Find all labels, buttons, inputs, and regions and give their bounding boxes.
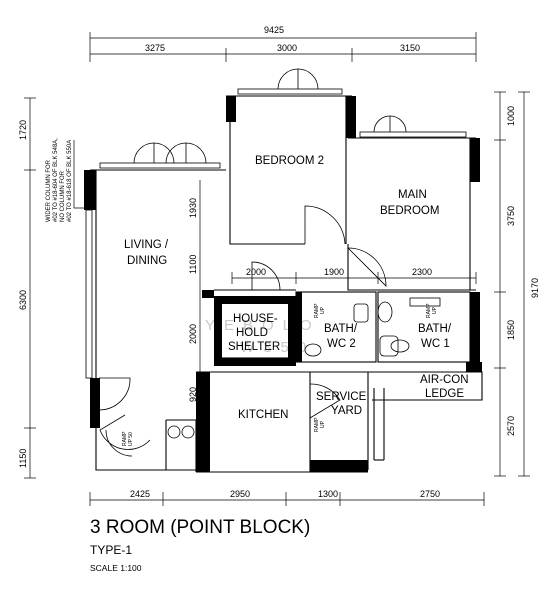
dim-interior-920: 920 <box>188 387 198 402</box>
dimension-lines <box>24 32 530 506</box>
label-main-bedroom-2: BEDROOM <box>380 205 439 217</box>
ramp-label-yard-1: RAMP <box>314 417 320 432</box>
label-shelter-1: HOUSE- <box>233 313 278 325</box>
dim-interior-1100: 1100 <box>188 255 198 274</box>
dim-interior-2000h: 2000 <box>246 267 266 277</box>
plan-type: TYPE-1 <box>90 543 133 557</box>
doors <box>98 205 387 457</box>
dim-right-2: 3750 <box>506 206 516 226</box>
dim-left-3: 1150 <box>18 449 28 468</box>
appliance-outline <box>167 425 195 439</box>
dim-interior-2300: 2300 <box>412 267 432 277</box>
ramp-label-entry-2: UP 50 <box>128 432 134 446</box>
column-note-line-3: NO COLUMN FOR <box>60 170 66 222</box>
windows <box>85 88 467 379</box>
dim-top-1: 3275 <box>145 43 165 53</box>
ramp-label-yard-2: UP <box>320 420 326 428</box>
ramp-label-bath2-2: UP <box>320 306 326 314</box>
label-bedroom-2: BEDROOM 2 <box>255 155 324 167</box>
dim-interior-2000v: 2000 <box>188 324 198 344</box>
dim-bottom-4: 2750 <box>420 489 440 499</box>
label-living-1: LIVING / <box>124 239 169 251</box>
plan-title: 3 ROOM (POINT BLOCK) <box>90 517 311 538</box>
label-shelter-3: SHELTER <box>228 341 280 353</box>
label-shelter-2: HOLD <box>236 327 268 339</box>
plan-scale: SCALE 1:100 <box>90 563 142 573</box>
column-note: WIDER COLUMN FOR #02 TO #18-604 OF BLK 5… <box>46 138 86 222</box>
dim-interior-1930: 1930 <box>188 198 198 218</box>
dim-right-3: 1850 <box>506 320 516 340</box>
dim-top-2: 3000 <box>277 43 297 53</box>
dim-left-2: 6300 <box>18 290 28 310</box>
dim-overall-width: 9425 <box>264 25 284 35</box>
ramp-label-bath1-2: UP <box>432 306 438 314</box>
ramp-label-entry-1: RAMP <box>122 431 128 446</box>
label-kitchen: KITCHEN <box>238 409 288 421</box>
column-note-line-4: #02 TO #18-618 OF BLK 550A <box>67 140 73 222</box>
dim-bottom-3: 1300 <box>318 489 338 499</box>
dim-right-1: 1000 <box>506 106 516 126</box>
casement-swings <box>133 68 407 164</box>
label-service-yard-2: YARD <box>331 405 362 417</box>
ramp-label-bath2-1: RAMP <box>314 303 320 318</box>
dim-bottom-1: 2425 <box>130 489 150 499</box>
label-aircon-1: AIR-CON <box>420 374 469 386</box>
column-note-line-1: WIDER COLUMN FOR <box>46 159 52 222</box>
dim-right-overall: 9170 <box>530 278 540 298</box>
dim-interior-1900: 1900 <box>324 267 344 277</box>
label-service-yard-1: SERVICE <box>316 391 367 403</box>
label-bath2-1: BATH/ <box>324 323 358 335</box>
dim-top-3: 3150 <box>400 43 420 53</box>
label-bath1-2: WC 1 <box>421 338 450 350</box>
structural-walls <box>84 96 482 472</box>
watermark-line-1: YEBOLO <box>205 317 321 334</box>
dim-left-1: 1720 <box>18 120 28 140</box>
label-main-bedroom-1: MAIN <box>398 189 427 201</box>
label-bath1-1: BATH/ <box>418 323 452 335</box>
bathroom-fixtures <box>304 297 441 357</box>
label-bath2-2: WC 2 <box>327 338 356 350</box>
label-living-2: DINING <box>127 255 167 267</box>
column-note-line-2: #02 TO #18-604 OF BLK 548A, <box>53 138 59 222</box>
dim-bottom-2: 2950 <box>230 489 250 499</box>
label-aircon-2: LEDGE <box>425 388 464 400</box>
dim-right-4: 2570 <box>506 416 516 436</box>
ramp-label-bath1-1: RAMP <box>426 303 432 318</box>
